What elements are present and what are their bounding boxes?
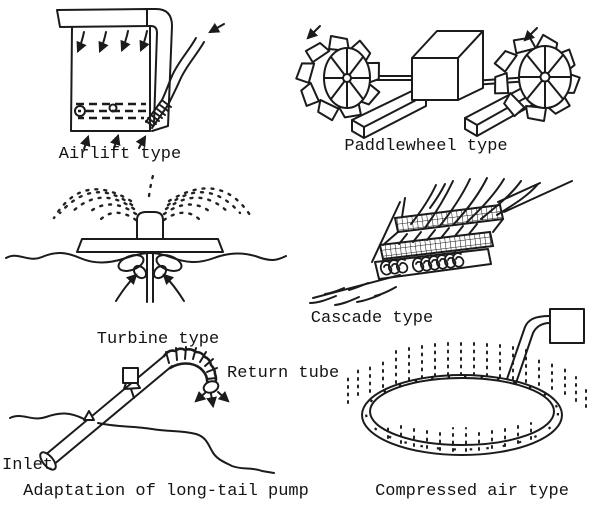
turbine-float-platform [76, 238, 224, 253]
airlift-lid [56, 8, 148, 28]
pump-water-right [97, 422, 275, 474]
turbine-water-line [5, 252, 287, 264]
air-compressor-box [549, 308, 585, 344]
airlift-caption: Airlift type [58, 145, 182, 164]
paddlewheel-left-wheel [295, 35, 381, 122]
turbine-caption: Turbine type [96, 330, 220, 349]
turbine-spray-dots [52, 170, 252, 222]
pump-water-left [9, 412, 85, 420]
paddlewheel-caption: Paddlewheel type [344, 137, 508, 156]
turbine-propeller [117, 254, 183, 280]
airlift-diffuser [74, 102, 146, 120]
cascade-frame-lines [371, 197, 504, 263]
airlift-tank [70, 26, 151, 132]
airlift-drawing [56, 8, 225, 150]
longtail-caption: Adaptation of long-tail pump [23, 482, 309, 501]
paddlewheel-drawing [295, 25, 581, 139]
cascade-lower-screen [378, 230, 495, 261]
paddlewheel-motor-box [411, 30, 484, 101]
airlift-intake-arrow [208, 22, 225, 34]
compressed-air-drawing [347, 308, 587, 456]
turbine-motor-dome [136, 211, 164, 240]
paddlewheel-right-arrow [523, 27, 538, 42]
airlift-down-arrows [76, 30, 150, 54]
paddlewheel-right-wheel [493, 33, 581, 122]
turbine-inflow-arrow-left [115, 273, 138, 302]
pump-return-tube [162, 346, 220, 394]
air-diffuser-ring [361, 374, 563, 456]
air-supply-pipe [506, 315, 551, 384]
pump-tube [39, 355, 173, 471]
pump-return-tube-label: Return tube [227, 364, 340, 383]
pump-pivot [83, 410, 95, 421]
turbine-shaft [146, 251, 154, 303]
pump-discharge-arrows [194, 391, 230, 409]
cascade-tailwater [309, 274, 401, 306]
cascade-flow-lines-mid [398, 223, 478, 245]
pump-motor [122, 367, 141, 399]
airlift-duct-inner [146, 25, 158, 125]
airlift-hose [145, 37, 205, 129]
cascade-caption: Cascade type [310, 309, 434, 328]
cascade-drawing [309, 177, 573, 306]
compressed-air-caption: Compressed air type [375, 482, 569, 501]
turbine-drawing [5, 170, 287, 303]
paddlewheel-left-arrow [306, 25, 321, 40]
turbine-inflow-arrow-right [162, 273, 185, 302]
pump-inlet-label: Inlet [2, 456, 54, 475]
longtail-drawing [9, 346, 275, 474]
airlift-duct-outer [146, 8, 173, 132]
airlift-up-arrows [79, 133, 147, 150]
air-bubbles-inner [387, 422, 532, 452]
